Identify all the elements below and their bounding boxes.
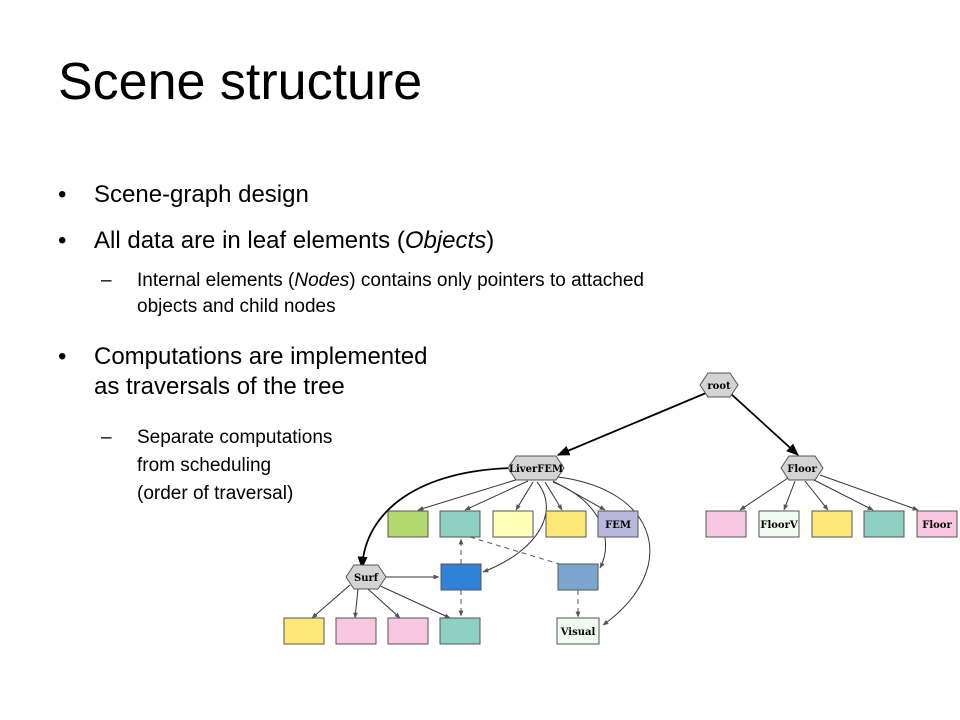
object-fem-label: FEM [605, 520, 631, 531]
bullet-text-line2: as traversals of the tree [94, 373, 345, 400]
edge-liverfem-teal [464, 480, 529, 511]
node-root: root [699, 372, 739, 398]
object-surf-teal [439, 617, 481, 645]
bullet-text: Scene-graph design [94, 181, 309, 208]
bullet-leaf-elements: • All data are in leaf elements (Objects… [58, 226, 495, 256]
edge-liverfem-yellow [544, 481, 563, 511]
node-liverfem: LiverFEM [507, 455, 565, 481]
object-visual-label: Visual [560, 627, 596, 638]
sub-bullet-text-prefix: Internal elements ( [137, 270, 295, 291]
edges-mappings [458, 536, 581, 618]
edge-liverfem-blue [482, 481, 547, 573]
edges-surf [311, 574, 451, 619]
edges-floor [739, 474, 919, 511]
sub-bullet-text-line3: (order of traversal) [137, 483, 294, 504]
bullet-text-suffix: ) [486, 227, 495, 254]
sub-bullet-separate-computations: – Separate computations from scheduling … [101, 424, 333, 508]
edge-map-teal-steelblue [469, 536, 567, 567]
object-fem [597, 510, 639, 538]
sub-bullet-text-suffix: ) contains only pointers to attached [349, 270, 644, 291]
sub-bullet-mark: – [101, 427, 112, 448]
sub-bullet-mark: – [101, 270, 112, 291]
node-root-label: root [707, 381, 731, 392]
slide-title: Scene structure [58, 53, 423, 111]
edges-root [556, 392, 799, 456]
edge-surf-yellow [311, 584, 351, 619]
node-surf-label: Surf [354, 573, 379, 584]
object-teal [439, 510, 481, 538]
object-green [387, 510, 429, 538]
object-floorv-label: FloorV [760, 520, 798, 531]
object-floor-yellow [811, 510, 853, 538]
sub-bullet-text-line2: objects and child nodes [137, 296, 336, 317]
edge-surf-teal [375, 583, 451, 619]
edge-liverfem-lightyellow [515, 481, 534, 511]
bullet-mark: • [58, 181, 67, 208]
bullet-computations: • Computations are implemented as traver… [58, 342, 428, 402]
object-visual [556, 617, 600, 645]
object-blue [440, 563, 482, 591]
edge-root-floor [729, 392, 799, 456]
object-floor-leaf-label: Floor [922, 520, 952, 531]
sub-bullet-text-line2: from scheduling [137, 455, 272, 476]
edge-floor-pink [739, 477, 789, 511]
object-floorv [758, 510, 800, 538]
object-surf-yellow [283, 617, 325, 645]
object-floor-leaf [916, 510, 958, 538]
object-floor-teal [863, 510, 905, 538]
edge-surf-pink2 [367, 588, 401, 619]
node-floor-label: Floor [787, 464, 817, 475]
node-liverfem-label: LiverFEM [509, 464, 563, 475]
edge-liverfem-visual [557, 476, 651, 626]
sub-bullet-internal-elements: – Internal elements (Nodes) contains onl… [101, 268, 644, 320]
edge-floor-teal [811, 478, 874, 511]
sub-bullet-text-emphasis: Nodes [294, 270, 350, 291]
object-steel-blue [557, 563, 599, 591]
object-surf-pink1 [335, 617, 377, 645]
object-surf-pink2 [387, 617, 429, 645]
bullet-text-prefix: All data are in leaf elements ( [94, 227, 405, 254]
object-floor-pink [705, 510, 747, 538]
bullet-text-emphasis: Objects [404, 227, 487, 254]
edge-root-liverfem [556, 392, 707, 456]
bullet-text-line1: Computations are implemented [94, 343, 428, 370]
object-yellow [545, 510, 587, 538]
middle-objects [440, 563, 599, 591]
floor-objects [705, 510, 958, 538]
edge-surf-pink1 [353, 588, 359, 619]
edge-floor-floorv [783, 480, 796, 511]
edge-floor-floorleaf [819, 474, 919, 511]
bullet-mark: • [58, 227, 67, 254]
liverfem-objects [387, 510, 639, 538]
node-surf: Surf [345, 564, 387, 590]
edge-floor-yellow [804, 480, 829, 511]
edges-liverfem [357, 467, 651, 626]
sub-bullet-text-line1: Separate computations [137, 427, 333, 448]
surf-objects [283, 617, 600, 645]
bullet-scene-graph-design: • Scene-graph design [58, 180, 309, 210]
object-light-yellow [492, 510, 534, 538]
bullet-mark: • [58, 343, 67, 370]
edge-liverfem-surf [357, 467, 515, 570]
node-floor: Floor [780, 455, 824, 481]
edge-liverfem-green [417, 477, 523, 511]
